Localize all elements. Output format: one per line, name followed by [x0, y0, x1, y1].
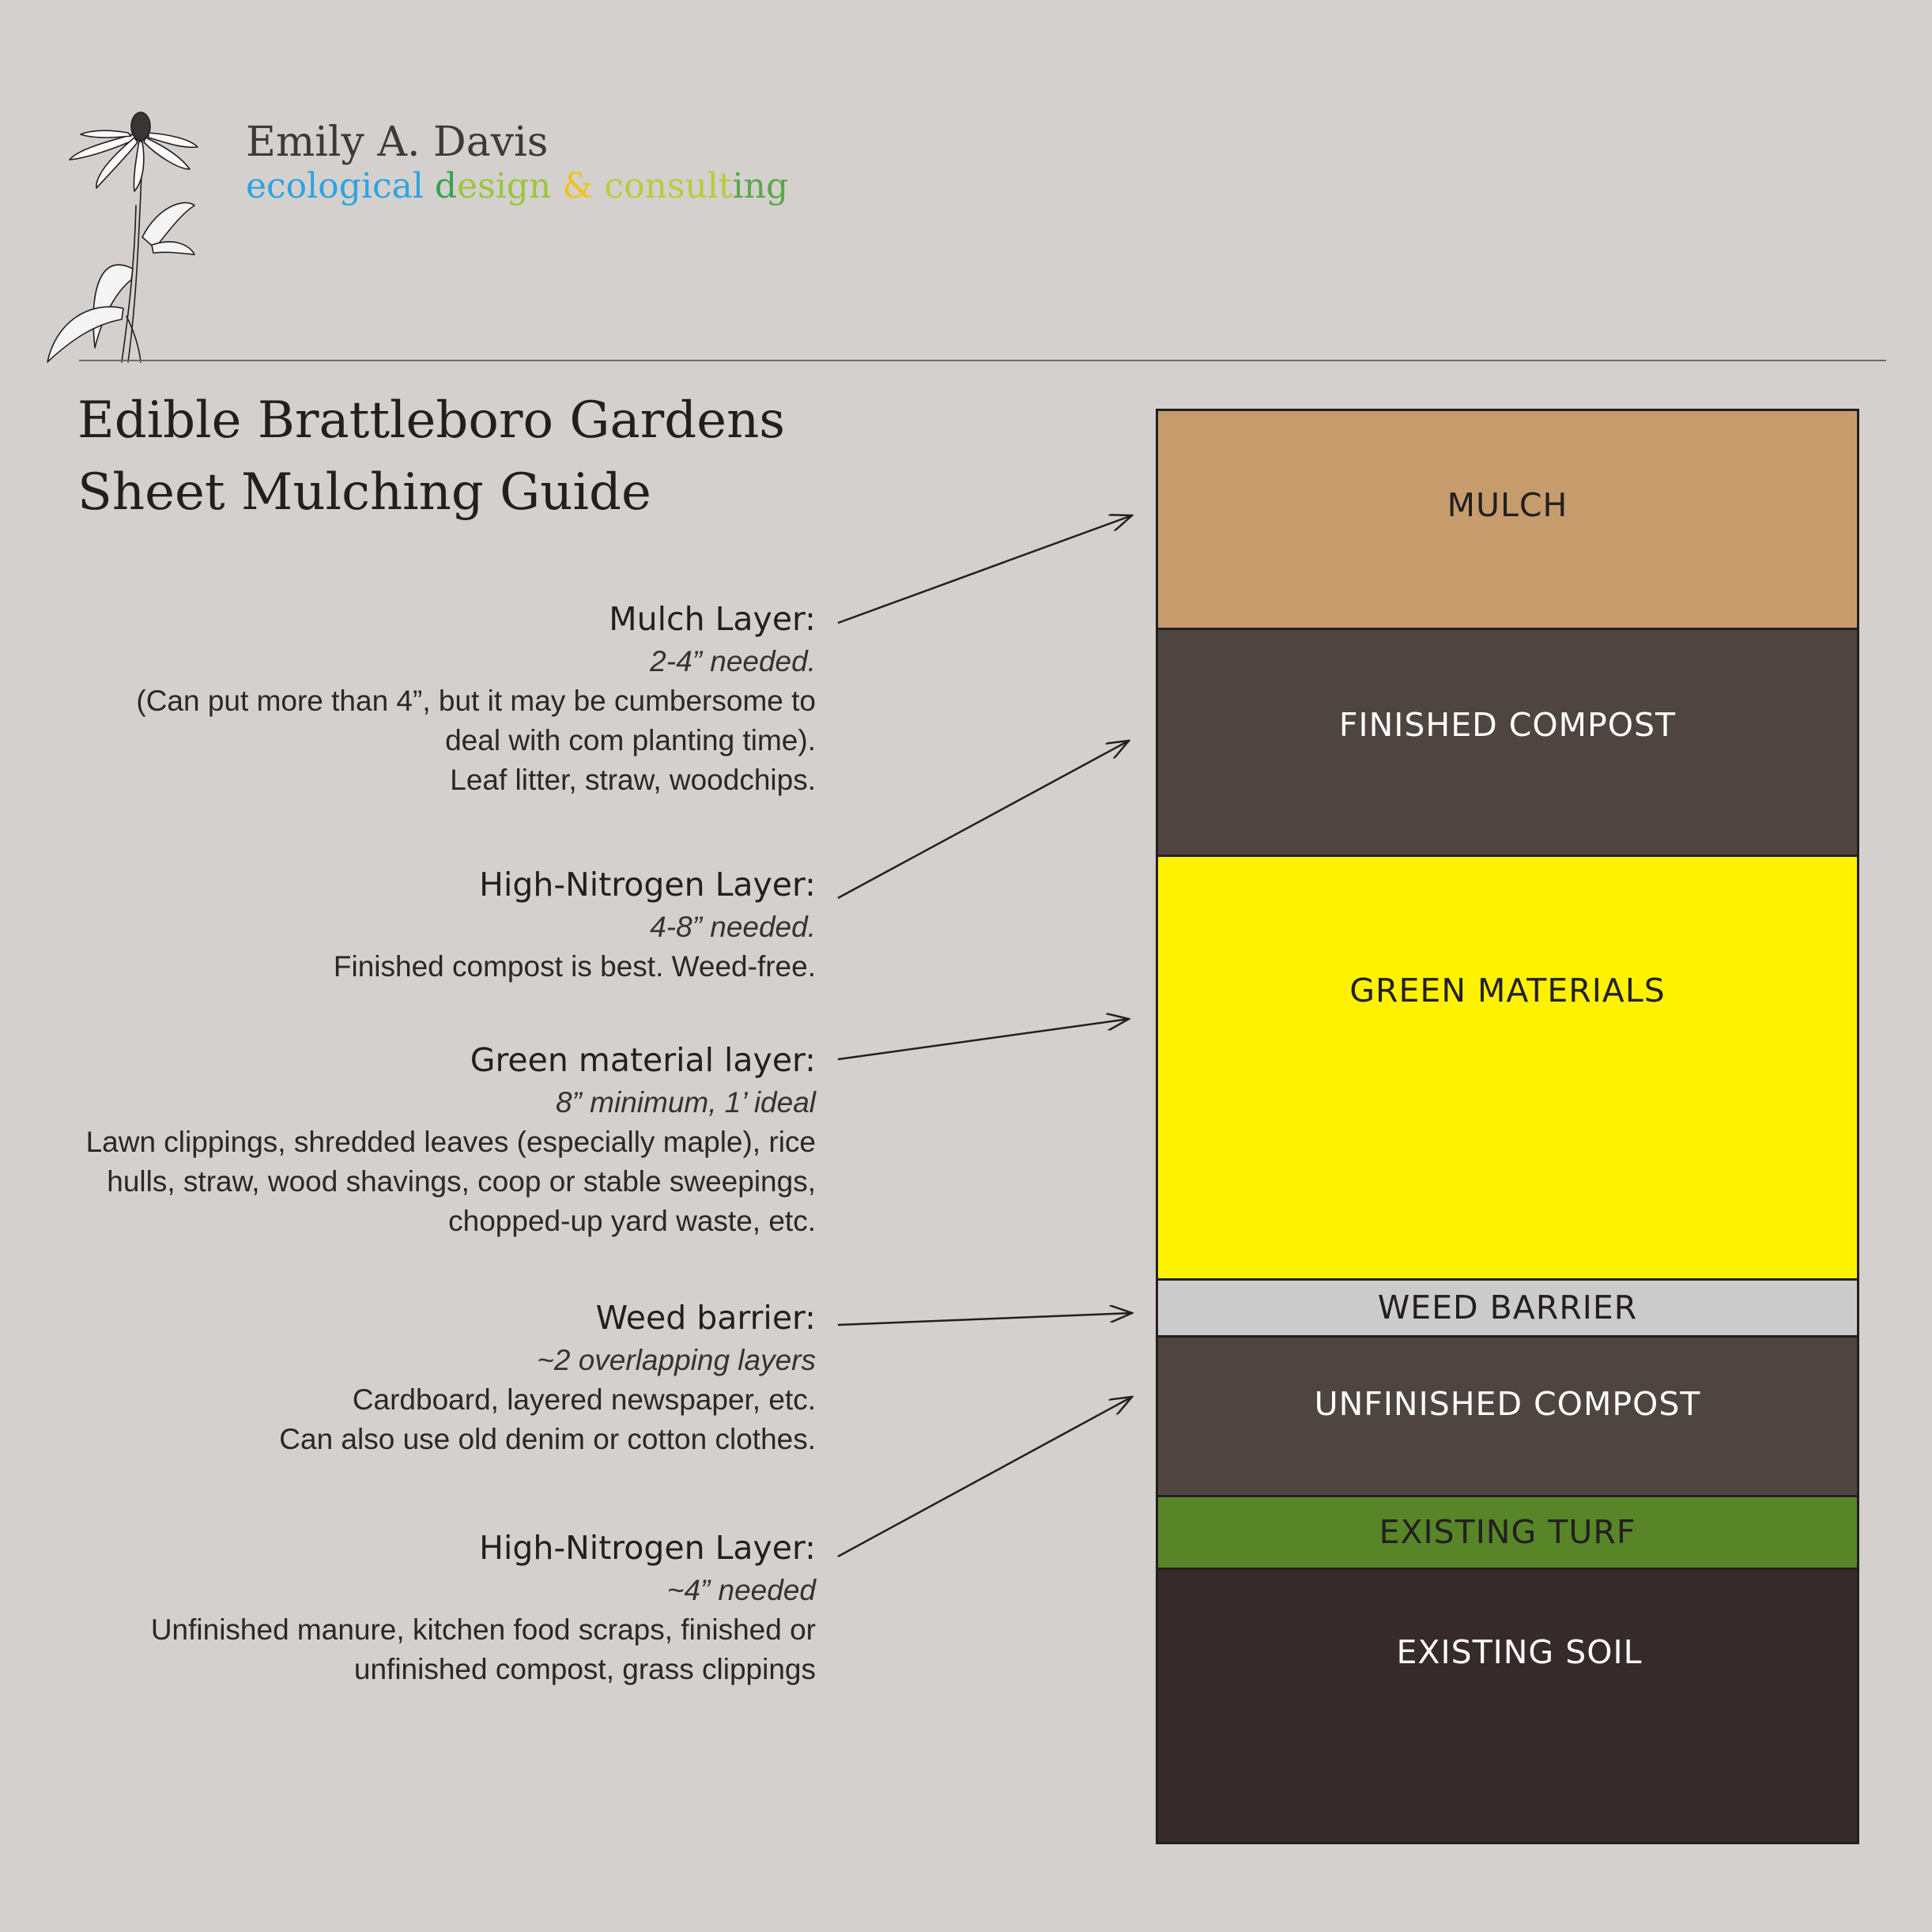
brand-name: Emily A. Davis: [246, 119, 549, 166]
note-line: chopped-up yard waste, etc.: [448, 1205, 816, 1237]
layer-label: WEED BARRIER: [1377, 1289, 1638, 1326]
arrow-to-mulch: [837, 515, 1132, 625]
note-line: unfinished compost, grass clippings: [353, 1653, 816, 1685]
note-high-nitrogen-upper: High-Nitrogen Layer: 4-8” needed. Finish…: [41, 862, 816, 987]
title-line-2: Sheet Mulching Guide: [77, 463, 651, 522]
note-heading: High-Nitrogen Layer:: [479, 1529, 816, 1567]
note-line: Cardboard, layered newspaper, etc.: [352, 1383, 816, 1416]
layer-mulch: MULCH: [1158, 411, 1857, 630]
layer-label: GREEN MATERIALS: [1349, 972, 1666, 1009]
tagline-part: ing: [732, 166, 789, 206]
layer-finished-compost: FINISHED COMPOST: [1158, 630, 1857, 857]
note-mulch-layer: Mulch Layer: 2-4” needed. (Can put more …: [41, 596, 816, 800]
note-heading: Weed barrier:: [595, 1299, 816, 1337]
layer-unfinished-compost: UNFINISHED COMPOST: [1158, 1338, 1857, 1497]
page-title: Edible Brattleboro Gardens Sheet Mulchin…: [77, 385, 785, 529]
layer-existing-turf: EXISTING TURF: [1158, 1497, 1857, 1570]
layer-label: MULCH: [1447, 486, 1568, 524]
layer-label: UNFINISHED COMPOST: [1314, 1385, 1701, 1423]
tagline-part: consult: [604, 166, 733, 206]
note-line: Can also use old denim or cotton clothes…: [279, 1423, 816, 1455]
coneflower-drawing-icon: [47, 111, 198, 363]
arrow-to-finished-compost: [837, 741, 1129, 900]
note-requirement: 2-4” needed.: [650, 645, 816, 677]
note-requirement: 8” minimum, 1’ ideal: [555, 1086, 816, 1119]
arrow-to-green-materials: [837, 1019, 1129, 1061]
layer-label: EXISTING TURF: [1379, 1513, 1636, 1551]
arrow-to-weed-barrier: [837, 1313, 1132, 1326]
note-green-material-layer: Green material layer: 8” minimum, 1’ ide…: [41, 1037, 816, 1241]
note-line: Lawn clippings, shredded leaves (especia…: [85, 1126, 816, 1158]
layer-label: FINISHED COMPOST: [1338, 706, 1677, 744]
note-weed-barrier: Weed barrier: ~2 overlapping layers Card…: [41, 1295, 816, 1459]
brand-tagline: ecological design & consulting: [246, 166, 788, 206]
note-line: Unfinished manure, kitchen food scraps, …: [150, 1613, 816, 1646]
tagline-part: ecological: [246, 166, 435, 206]
note-requirement: ~4” needed: [666, 1574, 816, 1606]
layer-existing-soil: EXISTING SOIL: [1158, 1570, 1857, 1842]
note-heading: High-Nitrogen Layer:: [479, 866, 816, 904]
note-line: Leaf litter, straw, woodchips.: [450, 764, 816, 796]
title-line-1: Edible Brattleboro Gardens: [77, 391, 786, 450]
note-line: (Can put more than 4”, but it may be cum…: [136, 685, 816, 717]
tagline-part: &: [562, 166, 605, 206]
note-requirement: ~2 overlapping layers: [537, 1344, 816, 1376]
arrow-to-unfinished-compost: [837, 1397, 1132, 1558]
tagline-part: d: [434, 166, 458, 206]
note-line: hulls, straw, wood shavings, coop or sta…: [107, 1165, 816, 1198]
note-high-nitrogen-lower: High-Nitrogen Layer: ~4” needed Unfinish…: [41, 1525, 816, 1689]
note-heading: Mulch Layer:: [609, 600, 816, 638]
note-heading: Green material layer:: [470, 1041, 816, 1079]
header-divider: [79, 360, 1886, 361]
layer-green-materials: GREEN MATERIALS: [1158, 857, 1857, 1281]
sheet-mulch-layer-stack: MULCH FINISHED COMPOST GREEN MATERIALS W…: [1156, 409, 1859, 1844]
note-line: deal with com planting time).: [445, 724, 816, 757]
tagline-part: esign: [457, 166, 563, 206]
note-line: Finished compost is best. Weed-free.: [333, 950, 816, 983]
note-requirement: 4-8” needed.: [650, 911, 816, 943]
layer-weed-barrier: WEED BARRIER: [1158, 1281, 1857, 1338]
layer-label: EXISTING SOIL: [1396, 1633, 1643, 1671]
